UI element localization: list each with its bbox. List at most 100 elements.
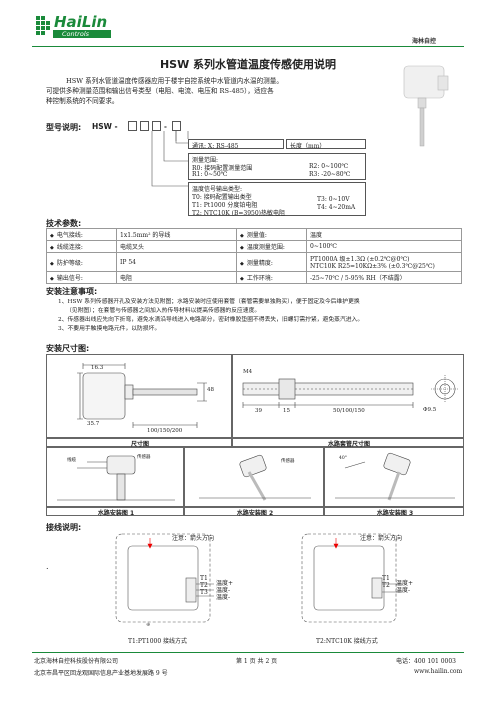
length-box: 长度（mm）: [286, 139, 366, 150]
terminal-label: T2: [200, 582, 208, 589]
output-t2: T2: NTC10K (B=3950)热敏电阻: [192, 210, 286, 217]
terminal-label: T3: [200, 589, 208, 596]
install-drawing-3: [335, 452, 455, 501]
terminal-desc: 温度-: [216, 594, 231, 601]
comm-box: 通讯: X: RS-485: [188, 139, 284, 150]
table-cell: PT1000A 级±1.3Ω (±0.2℃@0℃) NTC10K R25=10K…: [306, 252, 462, 272]
caption-bar: 水路套管尺寸图: [232, 438, 464, 448]
company-logo: HaiLin Controls: [36, 10, 116, 44]
output-t0: T0: 接码配置输出类型: [192, 194, 252, 201]
table-cell-key: 输出信号:: [46, 271, 117, 284]
note-item: 1、HSW 系列传感器开孔及安装方法见附图；水路安装时应使用套管（套管需要单独购…: [58, 299, 360, 305]
table-row: 输出信号: 电阻 工作环境: -25~70℃ / 5-95% RH（不结露）: [46, 271, 462, 284]
wiring-caption: T2:NTC10K 接线方式: [316, 638, 378, 645]
output-box: 温度信号输出类型: T0: 接码配置输出类型 T1: Pt1000 分度铂电阻 …: [188, 182, 366, 217]
figure-caption: 水路安装图 1: [97, 510, 135, 517]
footer-web-link[interactable]: www.hailin.com: [414, 668, 463, 675]
sleeve-dimension-drawing: [242, 375, 459, 408]
model-prefix: HSW -: [92, 122, 118, 131]
logo-subtext: Controls: [62, 30, 90, 38]
terminal-label: T2: [382, 582, 390, 589]
dim-label: 16.3: [91, 365, 104, 371]
footer-address: 北京市昌平区回龙观国际信息产业基地发展路 9 号: [34, 670, 168, 677]
footer-phone: 电话：400 101 0003: [396, 658, 456, 665]
model-slot: [140, 121, 149, 131]
model-slot: [172, 121, 181, 131]
note-item: 2、传感器出线应先向下折弯，避免水滴沿导线进入电路部分，密封橡胶垫圈不得丢失，旧…: [58, 317, 364, 323]
dim-label: 50/100/150: [333, 408, 365, 414]
terminal-desc: 温度+: [396, 580, 414, 587]
length-text: 长度（mm）: [290, 143, 326, 150]
dim-label: 39: [255, 408, 262, 414]
terminal-label: T1: [382, 575, 390, 582]
accuracy-line: NTC10K R25=10KΩ±3% (±0.3℃@25℃): [310, 263, 435, 270]
wiring-note: 注意：箭头方向: [360, 535, 403, 542]
model-connector-lines: [151, 131, 189, 187]
figure-caption: 水路安装图 3: [376, 510, 414, 517]
notes-heading: 安装注意事项:: [46, 287, 98, 296]
table-cell: 电缆叉头: [116, 240, 237, 253]
dim-label: 100/150/200: [147, 428, 183, 434]
tech-heading: 技术参数:: [46, 219, 82, 228]
caption-bar: 水路安装图 1: [46, 507, 184, 517]
output-t3: T3: 0~10V: [317, 196, 350, 203]
table-cell: 电阻: [116, 271, 237, 284]
header-divider: [32, 46, 464, 47]
table-cell-key: 测量精度:: [236, 252, 307, 272]
tech-table: 电气接线: 1x1.5mm² 的导线 测量值: 温度 线缆连接: 电缆叉头 温度…: [46, 228, 462, 284]
output-t1: T1: Pt1000 分度铂电阻: [192, 202, 258, 209]
product-photo: [403, 65, 449, 147]
table-cell: 1x1.5mm² 的导线: [116, 228, 237, 241]
table-cell-key: 线缆连接:: [46, 240, 117, 253]
annotation-label: 40°: [339, 456, 347, 461]
comm-text: 通讯: X: RS-485: [192, 143, 239, 150]
logo-wordmark: HaiLin: [54, 13, 108, 31]
model-slot: [152, 121, 161, 131]
footer-divider: [32, 652, 464, 653]
dim-label: 15: [283, 408, 290, 414]
install-drawing-2: [199, 454, 311, 501]
table-cell: 0~100℃: [306, 240, 462, 253]
wiring-diagram-left: ⊕: [115, 533, 214, 628]
table-cell-key: 温度测量范围:: [236, 240, 307, 253]
notes-list: 1、HSW 系列传感器开孔及安装方法见附图；水路安装时应使用套管（套管需要单独购…: [58, 298, 464, 334]
caption-bar: 水路安装图 3: [324, 507, 464, 517]
wiring-diagram-right: [301, 533, 400, 623]
range-r1: R1: 0~50℃: [192, 171, 228, 178]
sensor-dimension-drawing: [77, 363, 207, 428]
range-r3: R3: -20~80℃: [309, 171, 351, 178]
table-cell-key: 工作环境:: [236, 271, 307, 284]
sleeve-figure: M4 39 15 50/100/150 Φ9.5: [232, 354, 464, 438]
intro-paragraph: HSW 系列水管道温度传感器应用于楼宇自控系统中水管道内水温的测量。 可提供多种…: [46, 76, 386, 106]
table-cell: 温度: [306, 228, 462, 241]
annotation-label: 传感器: [281, 459, 295, 464]
intro-line: 可提供多种测量范围和输出信号类型（电阻、电流、电压和 RS-485），适应各: [46, 87, 274, 95]
table-cell-key: 防护等级:: [46, 252, 117, 272]
table-cell-key: 电气接线:: [46, 228, 117, 241]
page-title: HSW 系列水管道温度传感使用说明: [159, 58, 337, 71]
install-drawing-1: [57, 455, 175, 501]
figure-caption: 水路套管尺寸图: [327, 441, 370, 448]
figure-caption: 水路安装图 2: [236, 510, 274, 517]
terminal-desc: 温度-: [396, 587, 411, 594]
note-item: （见附图）；在套管与传感器之间加入热传导材料以提高传感器的反应速度。: [66, 308, 261, 314]
range-box: 测量范围: R0: 接码配置测量范围 R1: 0~50℃ R2: 0~100℃ …: [188, 153, 366, 180]
output-title: 温度信号输出类型:: [192, 186, 243, 193]
install-figure-3: 40°: [324, 447, 464, 507]
range-title: 测量范围:: [192, 157, 219, 164]
dims-heading: 安装尺寸图:: [46, 344, 90, 353]
dim-label: M4: [243, 369, 253, 375]
accuracy-line: PT1000A 级±1.3Ω (±0.2℃@0℃): [310, 256, 410, 263]
caption-bar: 水路安装图 2: [184, 507, 324, 517]
terminal-label: T1: [200, 575, 208, 582]
brand-text: 海林自控: [412, 38, 437, 45]
footer-page: 第 1 页 共 2 页: [236, 658, 278, 665]
table-cell-key: 测量值:: [236, 228, 307, 241]
figure-caption: 尺寸图: [130, 441, 149, 448]
output-t4: T4: 4~20mA: [317, 204, 356, 211]
note-item: 3、不要用手触摸电路元件，以防损坏。: [58, 326, 161, 332]
range-r2: R2: 0~100℃: [309, 163, 349, 170]
terminal-desc: 温度+: [216, 580, 234, 587]
hailin-logo-icon: [36, 16, 111, 38]
svg-text:⊕: ⊕: [146, 622, 150, 628]
